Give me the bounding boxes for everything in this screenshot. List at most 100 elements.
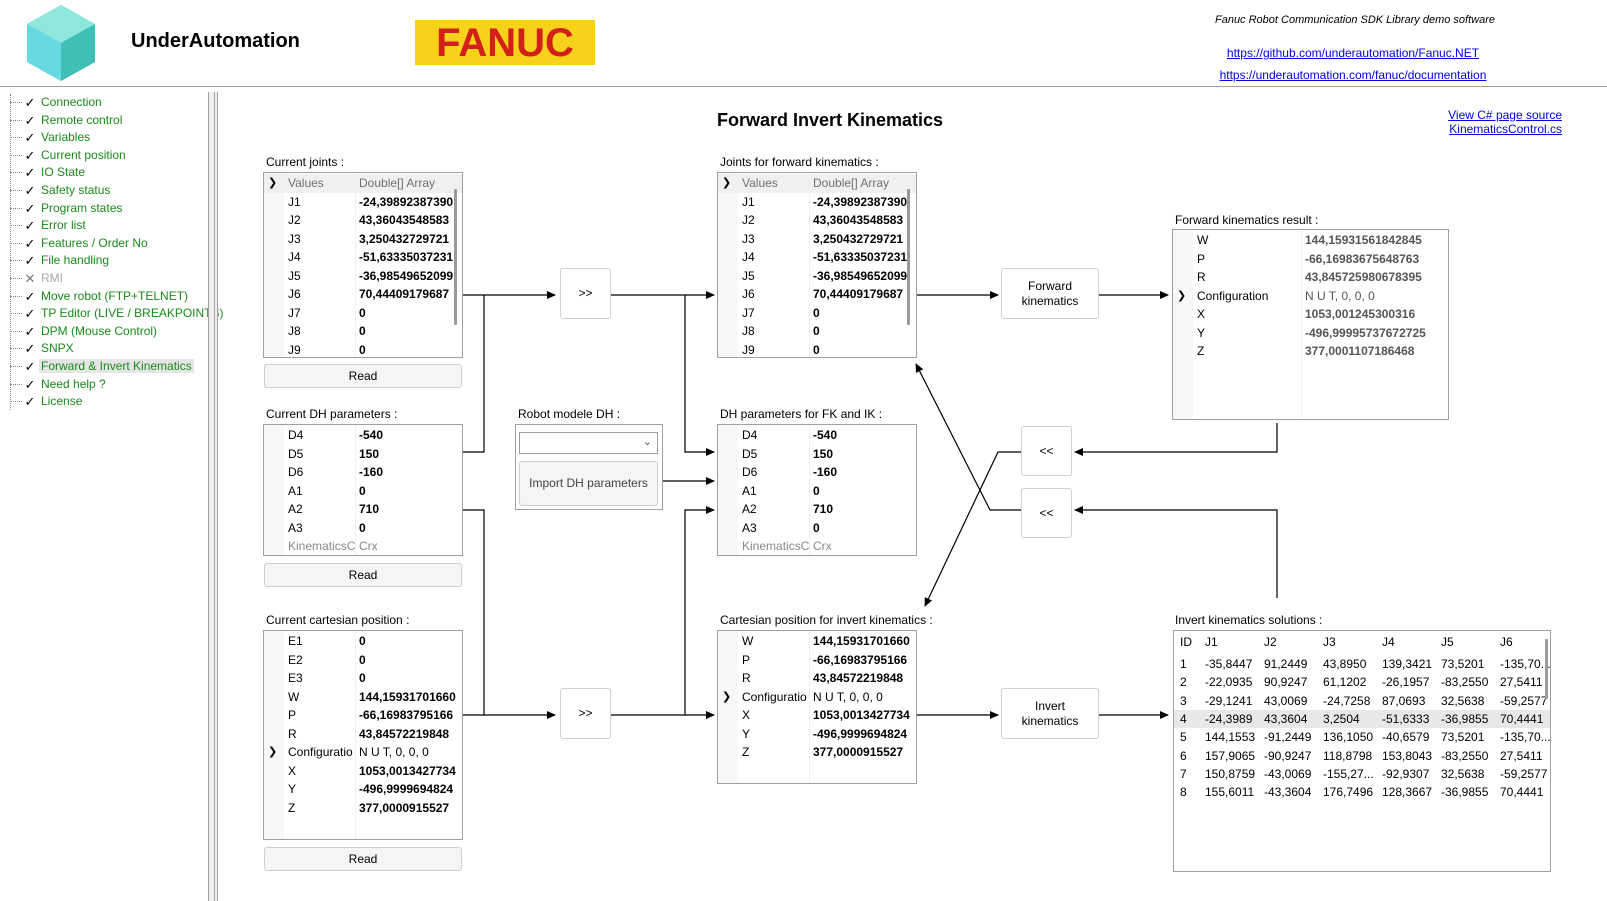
expand-icon[interactable]: ❯ [722,690,732,703]
grid-row[interactable]: J1-24,39892387390 [718,193,916,212]
tree-item[interactable]: ✓SNPX [10,340,208,357]
tree-item[interactable]: ✓Variables [10,129,208,146]
read-dh-button[interactable]: Read [264,563,462,587]
column-header[interactable]: J6 [1500,635,1513,649]
expand-icon[interactable]: ❯ [722,177,732,189]
import-dh-button[interactable]: Import DH parameters [519,461,658,506]
tree-item[interactable]: ✓DPM (Mouse Control) [10,323,208,340]
forward-kinematics-button[interactable]: Forward kinematics [1001,268,1099,319]
grid-row[interactable]: D4-540 [264,426,462,445]
tree-item[interactable]: ✓Forward & Invert Kinematics [10,358,208,375]
grid-row[interactable]: J5-36,98549652099 [264,267,462,286]
grid-row[interactable]: D4-540 [718,426,916,445]
grid-row[interactable]: P-66,16983795166 [718,651,916,670]
tree-item[interactable]: ✓License [10,393,208,410]
copy-cartesian-button[interactable]: >> [560,688,611,739]
github-link[interactable]: https://github.com/underautomation/Fanuc… [1226,46,1480,60]
tree-item[interactable]: ✓Move robot (FTP+TELNET) [10,288,208,305]
column-header[interactable]: J3 [1323,635,1336,649]
vertical-scrollbar[interactable] [454,189,457,325]
back-ik-solution-button[interactable]: << [1021,488,1072,538]
view-source-link[interactable]: View C# page source [1448,108,1562,122]
grid-row[interactable]: Y-496,9999694824 [264,780,462,799]
read-cartesian-button[interactable]: Read [264,847,462,871]
tree-item[interactable]: ✓Safety status [10,182,208,199]
tree-item[interactable]: ✓TP Editor (LIVE / BREAKPOINTS) [10,305,224,322]
tree-item[interactable]: ✓Remote control [10,112,208,129]
tree-item[interactable]: ✓IO State [10,164,208,181]
column-header[interactable]: J1 [1205,635,1218,649]
invert-kinematics-button[interactable]: Invert kinematics [1001,688,1099,739]
read-joints-button[interactable]: Read [264,364,462,388]
grid-row[interactable]: D6-160 [718,463,916,482]
expand-icon[interactable]: ❯ [1177,289,1187,302]
expand-icon[interactable]: ❯ [268,746,278,758]
grid-row[interactable]: P-66,16983675648763 [1173,250,1448,269]
grid-row[interactable]: Y-496,99995737672725 [1173,324,1448,343]
vertical-scrollbar[interactable] [907,189,910,325]
tree-item[interactable]: ✓Connection [10,94,208,111]
tree-item[interactable]: ✕RMI [10,270,208,287]
documentation-link[interactable]: https://underautomation.com/fanuc/docume… [1219,68,1487,82]
column-header[interactable]: J5 [1441,635,1454,649]
grid-row[interactable]: J5-36,98549652099 [718,267,916,286]
tree-item[interactable]: ✓File handling [10,252,208,269]
grid-row[interactable]: P-66,16983795166 [264,706,462,725]
grid-row[interactable]: J1-24,39892387390 [264,193,462,212]
splitter[interactable] [208,92,218,901]
tree-item[interactable]: ✓Need help ? [10,376,208,393]
column-header[interactable]: ID [1180,635,1192,649]
grid-row[interactable]: J4-51,63335037231 [718,248,916,267]
